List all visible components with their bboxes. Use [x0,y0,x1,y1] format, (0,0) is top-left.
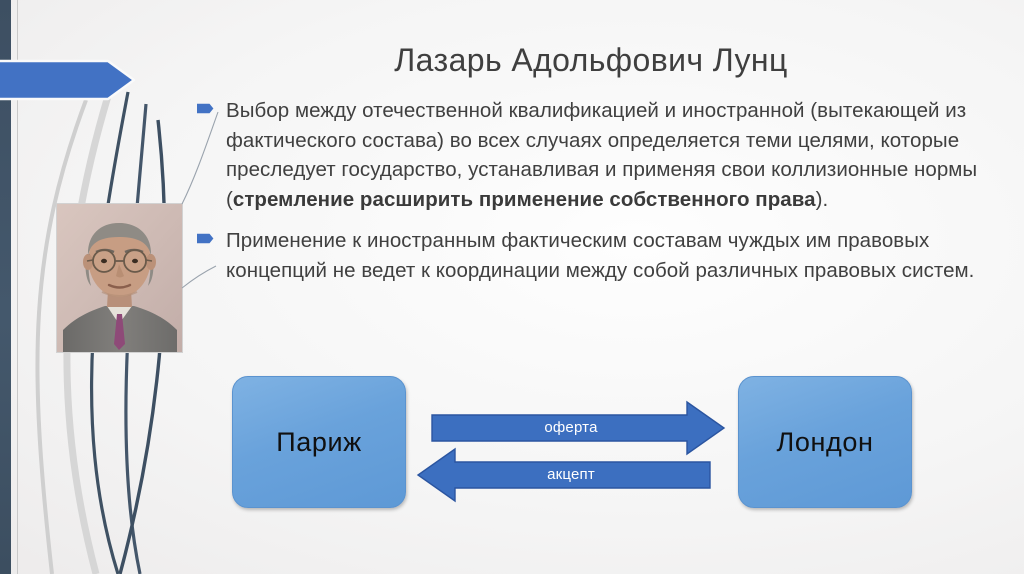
diagram-node-london[interactable]: Лондон [738,376,912,508]
diagram-node-paris[interactable]: Париж [232,376,406,508]
bullet-text: Применение к иностранным фактическим сос… [226,226,986,285]
diagram-arrows [416,400,726,503]
list-item: Применение к иностранным фактическим сос… [196,226,986,285]
bullet-text-bold: стремление расширить применение собствен… [232,187,816,211]
left-hairline-divider [17,0,18,574]
arrow-akcept [416,447,711,503]
blue-pennant-bullet-icon [197,103,214,114]
pennant-arrow-icon [0,59,136,101]
bullet-text: Выбор между отечественной квалификацией … [226,96,986,214]
node-label: Париж [276,426,362,457]
left-edge-bar [0,0,11,574]
offer-acceptance-diagram: Париж Лондон оферта акцепт [232,376,912,508]
bullet-list: Выбор между отечественной квалификацией … [196,96,986,297]
bullet-text-lead: Применение к иностранным фактическим сос… [226,229,975,282]
arrow-label-oferta: оферта [544,419,598,436]
page-title: Лазарь Адольфович Лунц [394,42,788,78]
bullet-text-lead: Выбор между отечественной квалификацией … [226,99,978,211]
bullet-text-tail: ). [815,187,829,211]
node-label: Лондон [776,426,874,457]
arrow-oferta [431,400,726,456]
list-item: Выбор между отечественной квалификацией … [196,96,986,214]
portrait-image [56,203,183,353]
blue-pennant-bullet-icon [197,233,214,244]
arrow-label-akcept: акцепт [547,466,595,483]
